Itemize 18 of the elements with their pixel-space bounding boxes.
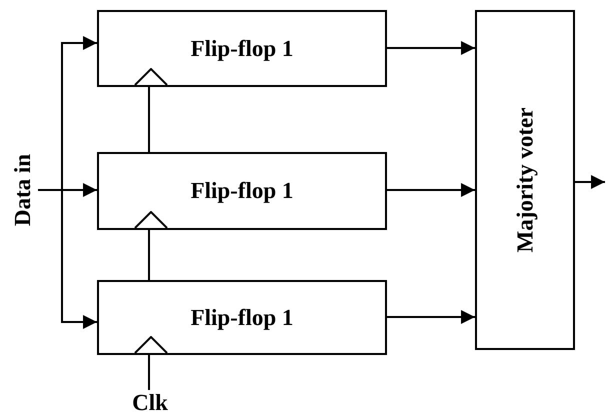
voter-box: [475, 10, 575, 350]
flip-flop-box: [97, 280, 387, 355]
flip-flop-box: [97, 152, 387, 230]
flip-flop-label: Flip-flop 1: [190, 36, 294, 62]
clock-line: [148, 355, 150, 390]
flip-flop-label: Flip-flop 1: [190, 304, 294, 330]
clock-label: Clk: [132, 390, 168, 416]
input-label: Data in: [10, 154, 36, 226]
output-arrow: [575, 175, 605, 189]
arrow: [38, 189, 97, 329]
flip-flop-label: Flip-flop 1: [190, 178, 294, 204]
flip-flop-box: [97, 10, 387, 87]
arrow: [387, 183, 475, 197]
clock-line: [148, 230, 150, 280]
clock-line: [148, 87, 150, 152]
arrow: [387, 310, 475, 324]
arrow: [387, 41, 475, 55]
voter-label: Majority voter: [512, 108, 538, 252]
